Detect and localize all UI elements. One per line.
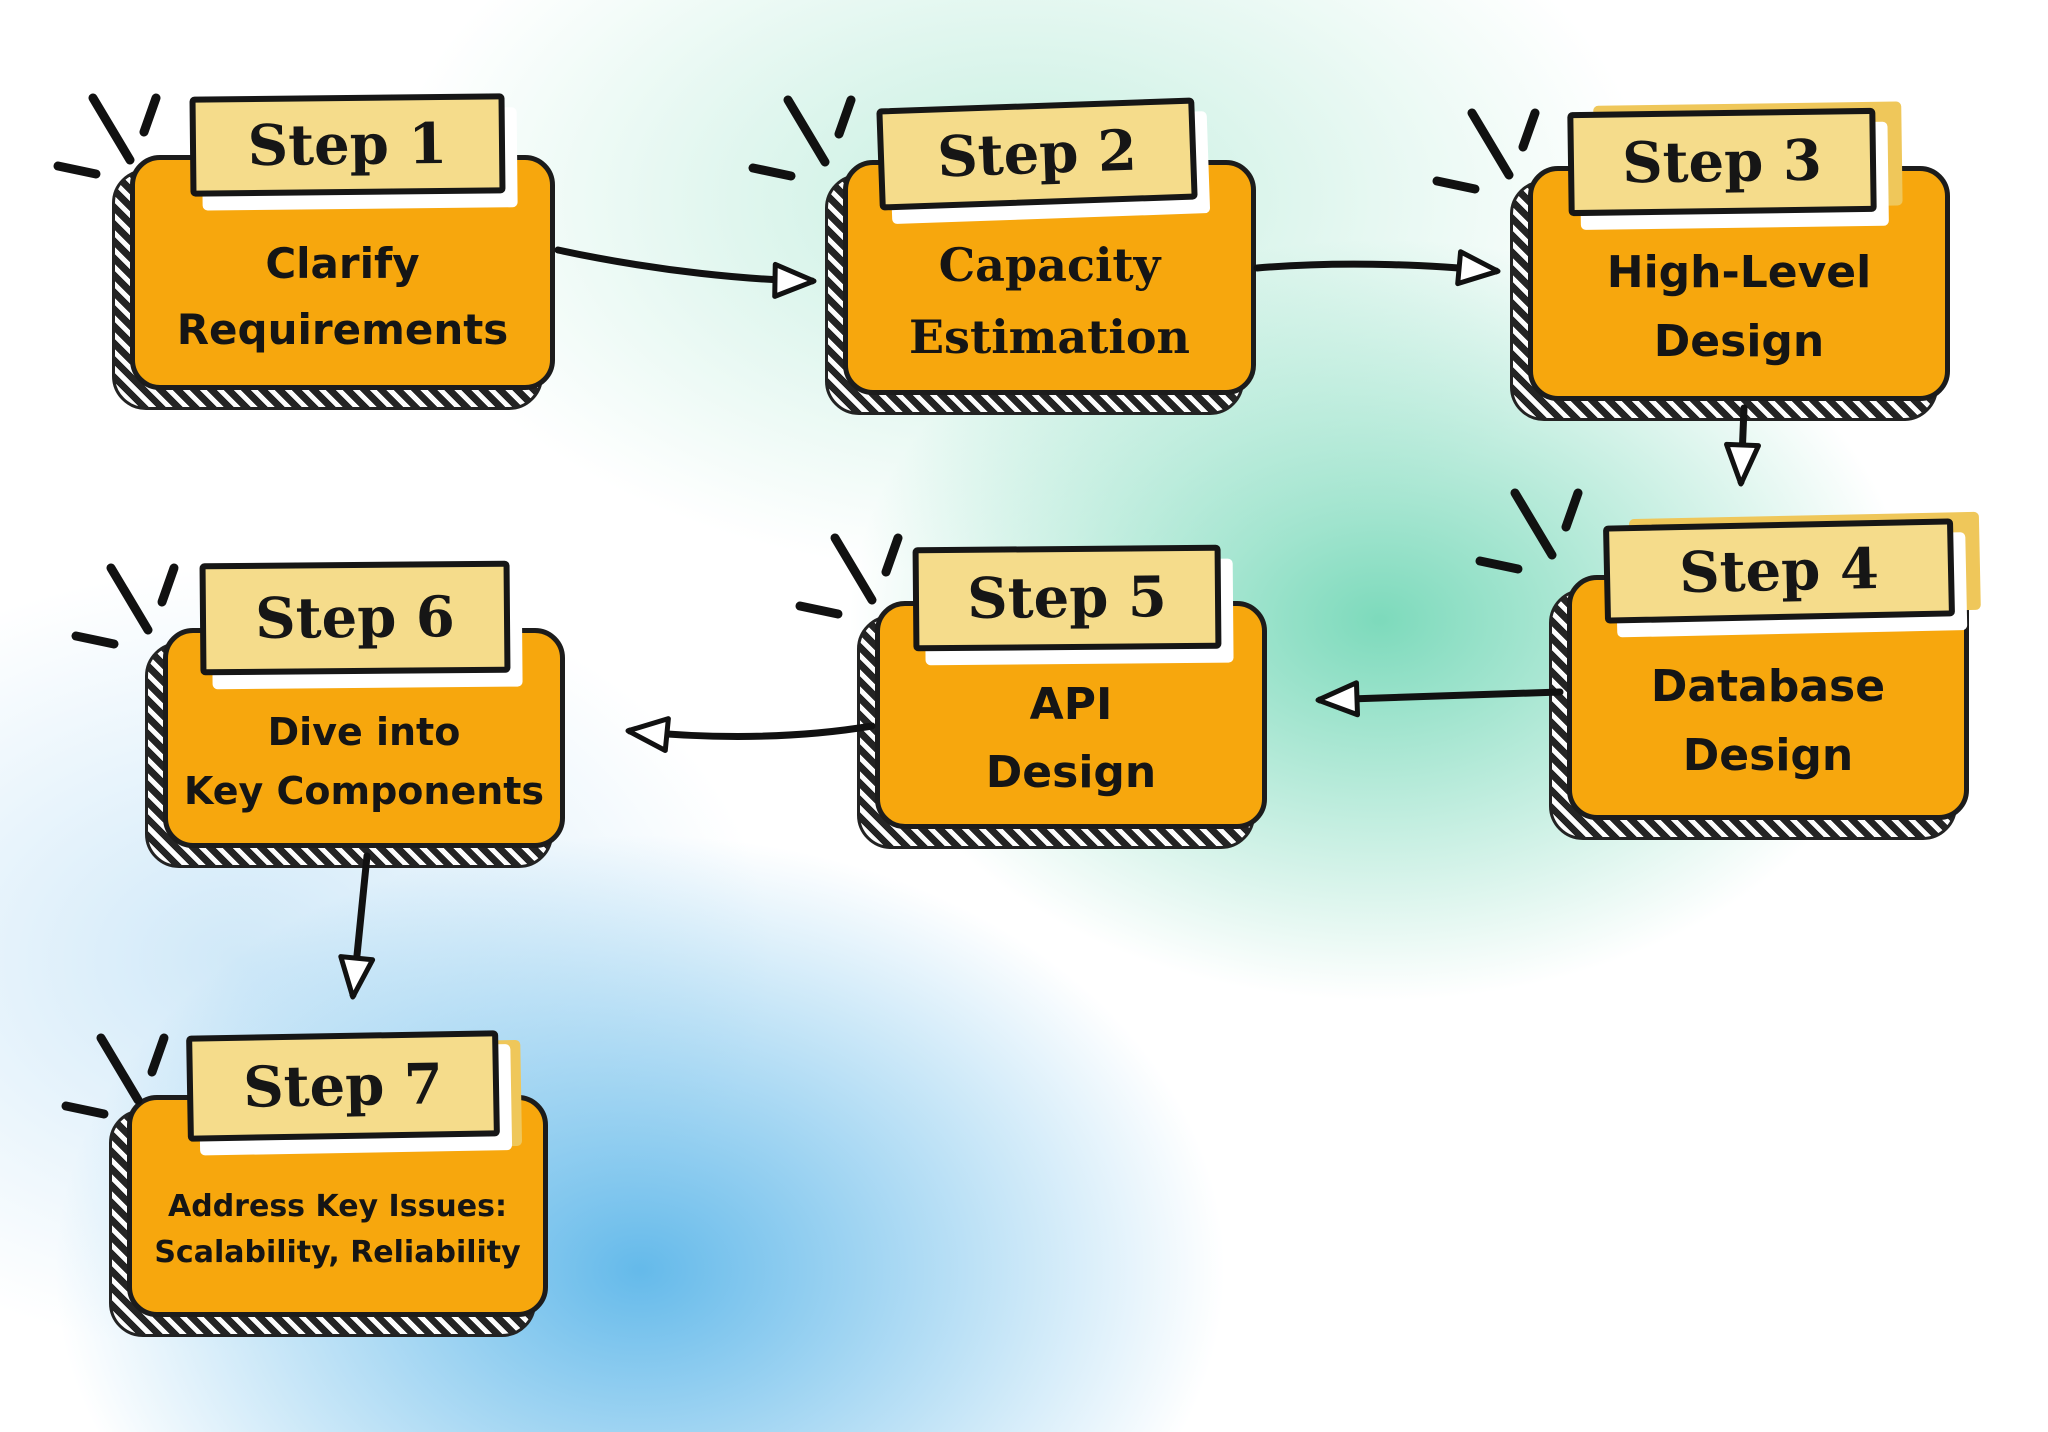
step-1-title-line2: Requirements	[176, 304, 509, 354]
step-4-label: Step 4	[1603, 518, 1955, 624]
arrow-step6-step7	[338, 852, 376, 1000]
arrow-step5-step6	[625, 716, 876, 754]
step-2-label: Step 2	[876, 97, 1198, 211]
step-5-title-line2: Design	[985, 747, 1157, 798]
arrow-step2-step3	[1253, 249, 1501, 287]
step-7-title-line2: Scalability, Reliability	[154, 1235, 521, 1270]
sparkle-icon	[748, 95, 856, 181]
step-1-label: Step 1	[189, 93, 506, 197]
step-4-title-line1: Database	[1650, 661, 1886, 713]
step-5-title-line1: API	[1029, 678, 1113, 730]
step-3-title-line2: Design	[1653, 315, 1825, 367]
step-1-title-line1: Clarify	[265, 239, 420, 289]
arrow-step4-step5	[1315, 680, 1564, 718]
step-5-label: Step 5	[912, 544, 1222, 652]
step-6-title-line2: Key Components	[183, 769, 545, 813]
step-3-title-line1: High-Level	[1606, 247, 1872, 299]
sparkle-icon	[1432, 108, 1540, 194]
step-7-label: Step 7	[186, 1030, 500, 1142]
step-3-label: Step 3	[1567, 107, 1877, 217]
sparkle-icon	[71, 563, 179, 649]
step-6-title-line1: Dive into	[267, 710, 461, 755]
step-4-title-line2: Design	[1682, 729, 1854, 781]
step-2-title-line2: Estimation	[908, 309, 1190, 364]
step-2-title-line1: Capacity	[938, 238, 1161, 293]
sparkle-icon	[795, 533, 903, 619]
arrow-step1-step2	[554, 246, 817, 299]
step-6-label: Step 6	[199, 560, 511, 676]
sparkle-icon	[1475, 488, 1583, 574]
step-7-title-line1: Address Key Issues:	[168, 1188, 507, 1224]
